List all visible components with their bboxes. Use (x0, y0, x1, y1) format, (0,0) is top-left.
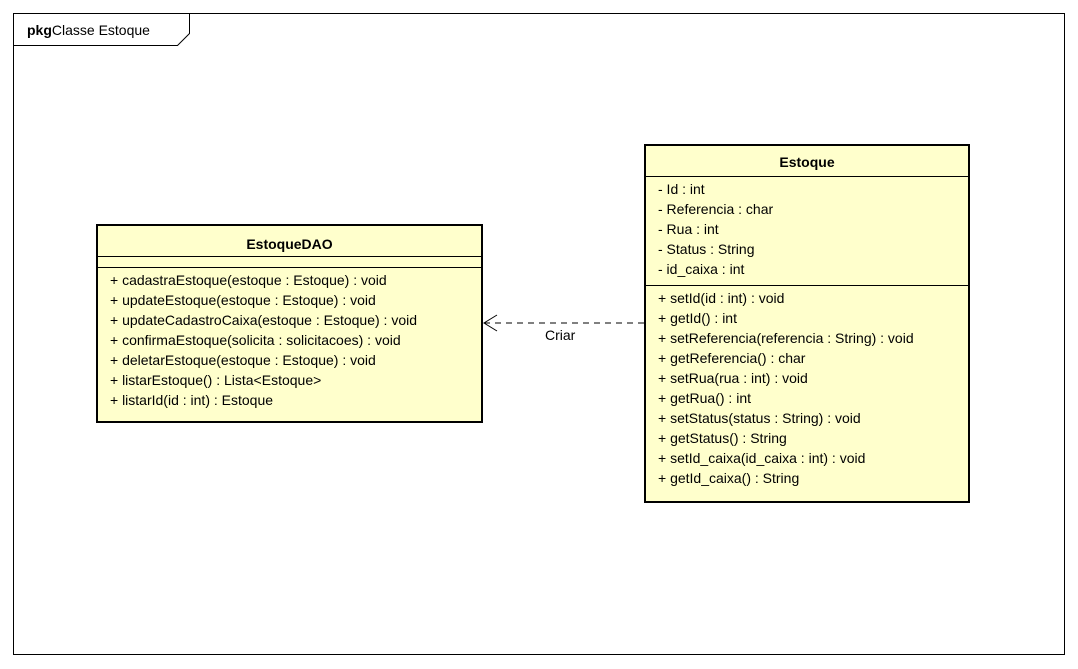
attribute: - Referencia : char (658, 201, 774, 217)
dependency-arrowhead (483, 314, 498, 332)
package-frame (13, 13, 1065, 655)
operation: + getStatus() : String (658, 430, 787, 446)
operation: + setStatus(status : String) : void (658, 410, 861, 426)
operation: + listarEstoque() : Lista<Estoque> (110, 372, 322, 388)
operation: + confirmaEstoque(solicita : solicitacoe… (110, 332, 401, 348)
operation: + getId_caixa() : String (658, 470, 800, 486)
class-name: Estoque (779, 154, 835, 170)
operations-compartment: + setId(id : int) : void + getId() : int… (646, 285, 968, 488)
package-keyword: pkg (27, 22, 52, 38)
operation: + getReferencia() : char (658, 350, 806, 366)
attributes-compartment (98, 256, 481, 267)
class-name: EstoqueDAO (246, 236, 333, 252)
package-label: pkgClasse Estoque (27, 22, 150, 38)
attributes-compartment: - Id : int - Referencia : char - Rua : i… (646, 176, 968, 285)
package-tab-outline (13, 13, 190, 46)
class-estoque[interactable]: Estoque - Id : int - Referencia : char -… (644, 144, 970, 503)
operation: + setReferencia(referencia : String) : v… (658, 330, 914, 346)
operation: + getRua() : int (658, 390, 751, 406)
operation: + setId_caixa(id_caixa : int) : void (658, 450, 866, 466)
operation: + updateEstoque(estoque : Estoque) : voi… (110, 292, 376, 308)
package-name: Classe Estoque (51, 22, 150, 38)
operation: + setRua(rua : int) : void (658, 370, 808, 386)
attribute: - Rua : int (658, 221, 719, 237)
class-estoquedao[interactable]: EstoqueDAO + cadastraEstoque(estoque : E… (96, 224, 483, 423)
operation: + getId() : int (658, 310, 737, 326)
dependency-label: Criar (545, 327, 576, 343)
operations-compartment: + cadastraEstoque(estoque : Estoque) : v… (98, 267, 481, 410)
attribute: - id_caixa : int (658, 261, 745, 277)
attribute: - Id : int (658, 181, 705, 197)
operation: + cadastraEstoque(estoque : Estoque) : v… (110, 272, 387, 288)
attribute: - Status : String (658, 241, 755, 257)
operation: + updateCadastroCaixa(estoque : Estoque)… (110, 312, 418, 328)
operation: + listarId(id : int) : Estoque (110, 392, 274, 408)
operation: + deletarEstoque(estoque : Estoque) : vo… (110, 352, 376, 368)
operation: + setId(id : int) : void (658, 290, 785, 306)
